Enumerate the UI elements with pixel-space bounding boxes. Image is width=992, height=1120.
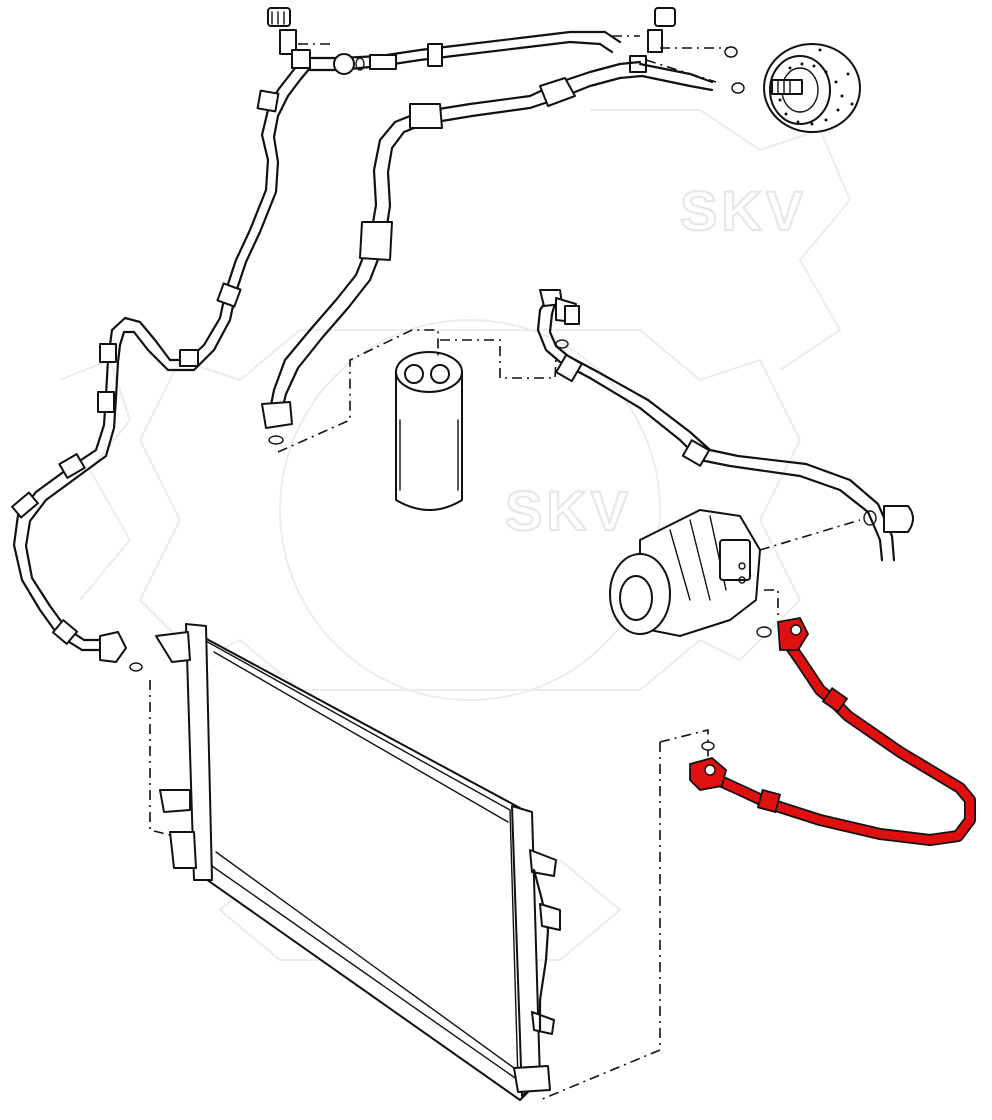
highlighted-refrigerant-hose [689,616,976,846]
pipe-collar [179,349,199,367]
watermark-text-top: SKV [680,179,807,242]
pipe-collar [11,491,39,519]
o-ring [268,435,284,445]
pipe-collar [51,619,79,645]
watermark-text-center: SKV [505,479,632,542]
pipe-collar [427,43,443,67]
condenser-tank-left [185,623,213,881]
o-ring [756,626,772,638]
mounting-bracket [513,1065,551,1093]
mounting-bracket [159,789,191,813]
o-ring [701,741,715,751]
pipe-sleeve [359,221,393,261]
pipe-collar [539,77,576,107]
o-ring [863,510,877,526]
expansion-valve-flange [763,43,861,133]
o-ring [555,339,569,349]
pipe-fitting [539,903,561,931]
mounting-bracket [529,849,557,877]
mounting-bracket [155,631,191,663]
nut-fitting [564,305,580,325]
stud-bolt [771,79,803,95]
pipe-collar [58,453,86,479]
suction-pipe-assembly [261,46,745,445]
pipe-collar [216,282,242,308]
pipe-collar [99,343,117,363]
receiver-drier [395,351,463,511]
o-ring [724,46,738,58]
compressor [609,509,761,637]
pipe-collar [681,439,711,467]
pipe-collar [97,391,115,413]
pipe-collar [256,89,280,113]
condenser [155,623,561,1101]
pipe-end-fitting [883,505,914,533]
service-valve [647,29,663,53]
nut-fitting [333,53,355,75]
pipe-collar [409,103,443,129]
mounting-bracket [531,1011,555,1035]
hose-collar [756,788,782,814]
service-valve-cap [654,7,676,27]
pipe-fitting [369,54,397,70]
mounting-bracket [169,831,197,869]
hose-collar [821,687,849,713]
hose-body [713,635,975,845]
pipe-collar [555,353,583,383]
pipe-fitting [291,49,311,69]
top-pipe-assembly [308,7,676,75]
o-ring [731,82,745,94]
pipe-end-fitting [261,401,293,429]
o-ring [355,57,365,71]
pipe-end-fitting [99,631,127,663]
discharge-pipe-assembly [536,289,914,562]
o-ring [129,662,143,672]
watermark: SKV SKV [59,109,852,961]
left-pipe-assembly [11,7,312,672]
service-valve [279,29,297,55]
